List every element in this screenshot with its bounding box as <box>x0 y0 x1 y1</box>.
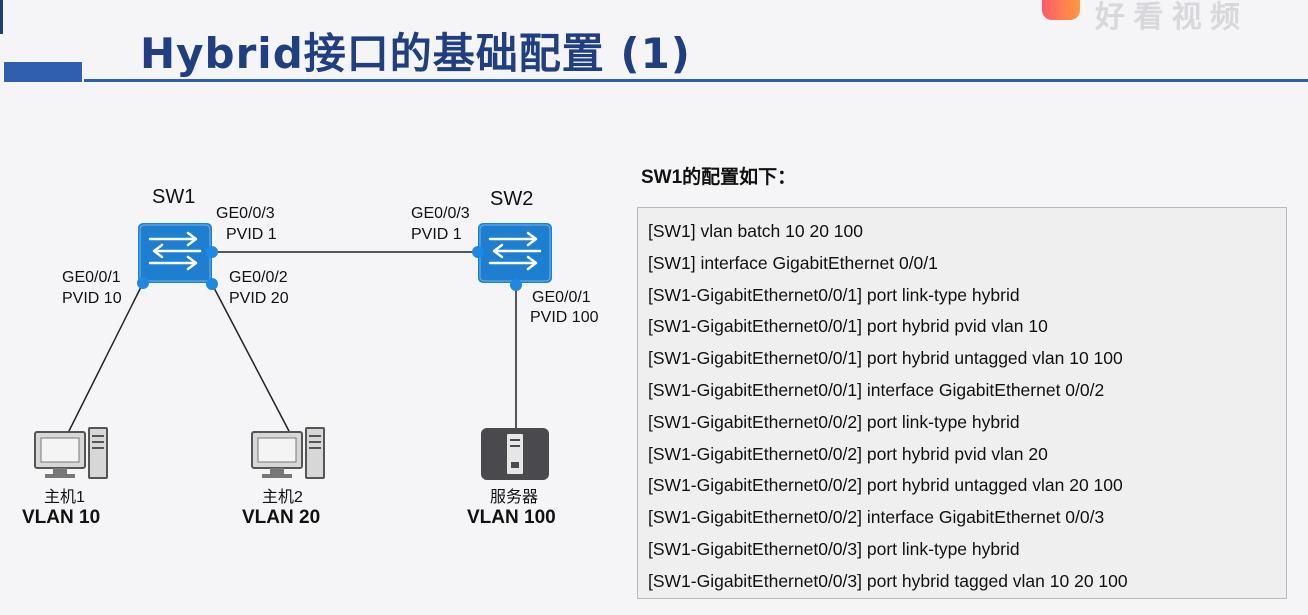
pc-icon <box>251 427 325 479</box>
server-icon <box>481 428 549 480</box>
pc-icon <box>34 427 108 479</box>
sw1-ge001-pvid-label: PVID 10 <box>62 290 122 307</box>
config-line: [SW1-GigabitEthernet0/0/2] interface Gig… <box>648 507 1105 528</box>
sw1-ge003-port-label: GE0/0/3 <box>216 205 275 222</box>
network-topology-diagram: SW1 SW2 GE0/0/3 PVID 1 GE0/0/1 PVID 10 G… <box>0 95 620 605</box>
config-code-box: [SW1] vlan batch 10 20 100 [SW1] interfac… <box>637 207 1287 599</box>
link-sw1-host2 <box>211 283 291 434</box>
sw1-ge002-port-label: GE0/0/2 <box>229 269 288 286</box>
port-dot-sw1-ge001 <box>137 277 149 289</box>
server-name-label: 服务器 <box>490 489 539 506</box>
port-dot-sw1-ge003 <box>206 246 218 258</box>
title-underline <box>84 79 1308 82</box>
config-line: [SW1-GigabitEthernet0/0/2] port hybrid u… <box>648 475 1123 496</box>
config-line: [SW1-GigabitEthernet0/0/1] port hybrid u… <box>648 348 1123 369</box>
sw1-ge003-pvid-label: PVID 1 <box>226 226 277 243</box>
link-sw1-host1 <box>67 282 144 434</box>
title-accent-block <box>4 62 82 82</box>
host2-name-label: 主机2 <box>262 489 303 506</box>
watermark-logo-icon <box>1042 0 1080 20</box>
config-line: [SW1] vlan batch 10 20 100 <box>648 221 863 241</box>
port-dot-sw2-ge003 <box>472 246 484 258</box>
server-vlan-label: VLAN 100 <box>467 507 556 528</box>
sw2-ge001-port-label: GE0/0/1 <box>532 289 591 306</box>
sw1-label: SW1 <box>152 186 196 208</box>
host1-name-label: 主机1 <box>44 489 85 506</box>
port-dot-sw1-ge002 <box>206 278 218 290</box>
config-line: [SW1] interface GigabitEthernet 0/0/1 <box>648 252 938 273</box>
config-line: [SW1-GigabitEthernet0/0/1] port hybrid p… <box>648 316 1048 337</box>
watermark-text: 好 看 视 频 <box>1095 1 1241 34</box>
config-line: [SW1-GigabitEthernet0/0/1] port link-typ… <box>648 284 1020 305</box>
sw2-ge003-pvid-label: PVID 1 <box>411 226 462 243</box>
sw2-ge001-pvid-label: PVID 100 <box>530 309 599 326</box>
sw2-ge003-port-label: GE0/0/3 <box>411 205 470 222</box>
host2-vlan-label: VLAN 20 <box>242 507 321 528</box>
config-line: [SW1-GigabitEthernet0/0/3] port hybrid t… <box>648 570 1128 591</box>
sw1-ge002-pvid-label: PVID 20 <box>229 290 289 307</box>
host1-vlan-label: VLAN 10 <box>22 507 101 528</box>
left-edge-bar <box>0 0 3 34</box>
config-heading: SW1的配置如下： <box>641 167 797 188</box>
config-line: [SW1-GigabitEthernet0/0/2] port link-typ… <box>648 411 1020 432</box>
config-line: [SW1-GigabitEthernet0/0/2] port hybrid p… <box>648 443 1048 464</box>
sw1-switch-icon <box>138 223 212 283</box>
slide-title: Hybrid接口的基础配置 (1) <box>140 29 692 78</box>
port-dot-sw2-ge001 <box>510 279 522 291</box>
sw2-switch-icon <box>478 223 552 283</box>
topology-graphics <box>34 223 552 480</box>
config-line: [SW1-GigabitEthernet0/0/1] interface Gig… <box>648 379 1105 400</box>
sw2-label: SW2 <box>490 188 534 210</box>
config-line: [SW1-GigabitEthernet0/0/3] port link-typ… <box>648 538 1020 559</box>
sw1-ge001-port-label: GE0/0/1 <box>62 269 121 286</box>
